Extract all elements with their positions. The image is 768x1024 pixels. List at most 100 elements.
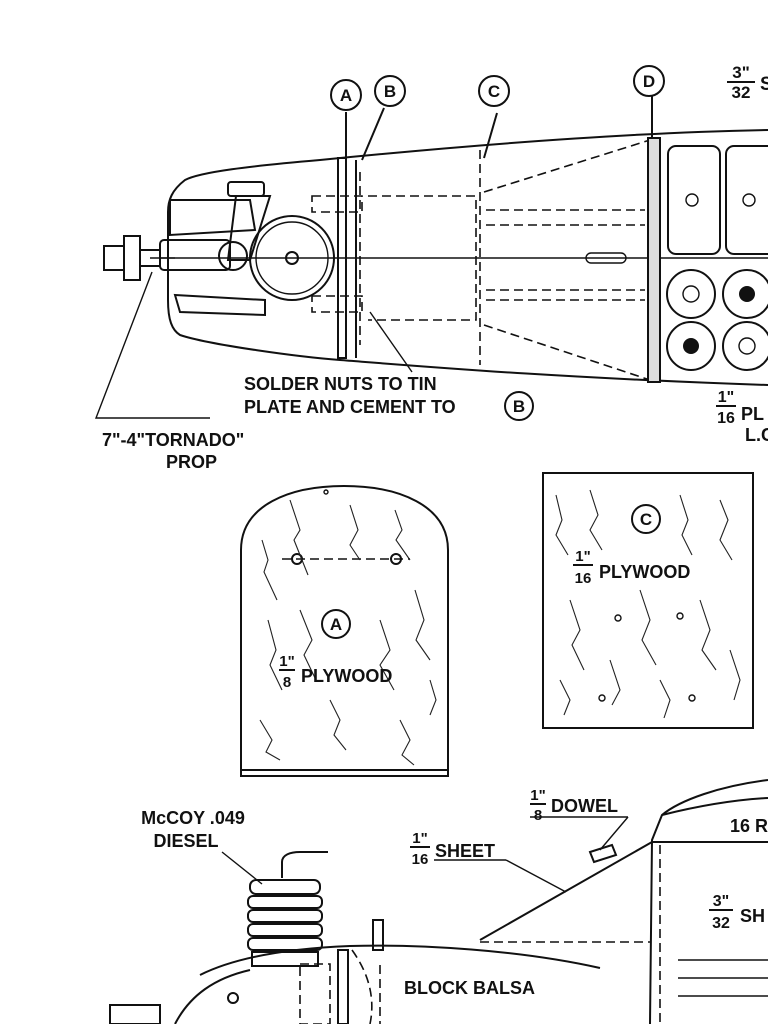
engine-base [173, 293, 266, 317]
box-2 [725, 145, 768, 255]
engine-leader [221, 851, 263, 885]
dowel-den: 8 [534, 807, 542, 824]
engine-note-line1: McCOY .049 [141, 808, 245, 828]
corner-frac-num: 3" [732, 63, 750, 82]
mount-nut-top [311, 195, 363, 213]
dowel-text: DOWEL [551, 796, 618, 816]
sheet-text: SHEET [435, 841, 495, 861]
cabin-dashed [479, 139, 651, 381]
exhaust-pipe [281, 851, 328, 878]
nose-top [199, 944, 601, 976]
former-d-line [647, 137, 661, 383]
engine-mount [169, 199, 257, 237]
engine-shaft [285, 251, 299, 265]
solder-note-ref: B [513, 397, 525, 416]
sheet-num: 1" [412, 830, 427, 847]
station-c-circle [478, 75, 510, 107]
plank-dashed [486, 209, 645, 301]
former-c-panel: C 1" 16 PLYWOOD [542, 472, 754, 729]
cell-4 [722, 321, 768, 371]
solder-leader [369, 311, 413, 373]
prop-hub [103, 235, 175, 281]
leader-c [483, 112, 498, 159]
crank [218, 241, 248, 271]
former-c-hole-2 [676, 612, 684, 620]
leader-b [361, 107, 385, 161]
station-d-circle [633, 65, 665, 97]
right-sheet-num: 3" [713, 893, 729, 910]
dowel-num: 1" [530, 787, 545, 804]
fin-2 [247, 895, 323, 909]
station-b-label: B [384, 82, 396, 101]
former-a-den: 8 [283, 674, 291, 691]
station-a-label: A [340, 86, 352, 105]
tank-dashed [359, 172, 477, 345]
former-c-num: 1" [575, 548, 590, 565]
former-c-hole-1 [614, 614, 622, 622]
corner-frac-text: S [760, 74, 768, 95]
mount [299, 963, 331, 1024]
box-1 [667, 145, 721, 255]
cell-2-core [739, 286, 755, 302]
cylinder [226, 195, 272, 261]
former-c-material: PLYWOOD [599, 562, 690, 582]
firewall [337, 949, 349, 1024]
block-dashed [351, 949, 373, 1024]
dowel [588, 843, 618, 864]
lr-frac-den: 16 [717, 410, 735, 427]
fuselage-top-view: A B C D 3" 32 S SOLDER NUTS TO TIN PLATE… [94, 63, 768, 472]
former-a-panel: A 1" 8 PLYWOOD [240, 484, 449, 777]
fuselage-side-view: McCOY .049 DIESEL 1" 8 DOWEL 1" 16 SHEET… [109, 779, 768, 1024]
former-a-pin [323, 489, 329, 495]
former-c-grain [555, 489, 741, 719]
engine-case-inner [255, 221, 329, 295]
nose-lower [174, 969, 251, 1024]
right-sheet-den: 32 [712, 915, 730, 932]
needle-valve [227, 181, 265, 197]
post [372, 919, 384, 951]
prop-note-line2: PROP [166, 452, 217, 472]
engine-note-line2: DIESEL [153, 831, 218, 851]
former-c-outline [542, 472, 754, 729]
fin-4 [247, 923, 323, 937]
former-a-num: 1" [279, 653, 294, 670]
former-a-hole-right [390, 553, 402, 565]
prop-hub-side [109, 1004, 161, 1024]
cell-1-core [682, 285, 700, 303]
top-right-text: 16 R [730, 816, 768, 836]
bolt [227, 992, 239, 1004]
cell-4-core [738, 337, 756, 355]
former-c-hole-4 [688, 694, 696, 702]
former-a-grain [259, 499, 437, 766]
sheet-den: 16 [412, 851, 429, 868]
former-c-ref: C [640, 510, 652, 529]
lr-line2: L.C [745, 425, 768, 445]
right-sheet-text: SH [740, 906, 765, 926]
station-a-circle [330, 79, 362, 111]
cabin-top [661, 797, 768, 816]
former-c-hole-3 [598, 694, 606, 702]
prop-leader [94, 271, 210, 419]
cell-2 [722, 269, 768, 319]
lr-frac-num: 1" [718, 389, 734, 406]
solder-ref-circle [504, 391, 534, 421]
sheet-leader [505, 859, 567, 893]
corner-frac-den: 32 [732, 83, 751, 102]
box-2-hole [742, 193, 756, 207]
prop-note-line1: 7"-4"TORNADO" [102, 430, 244, 450]
slot [585, 252, 627, 264]
crankcase [251, 951, 319, 967]
cell-3-core [683, 338, 699, 354]
windshield [479, 841, 653, 941]
former-c-ref-circle [631, 504, 661, 534]
fuselage-outline [167, 129, 768, 386]
mount-nut-bottom [311, 295, 363, 313]
cell-3 [666, 321, 716, 371]
former-c-den: 16 [575, 570, 592, 587]
fin-3 [247, 909, 323, 923]
block-balsa-label: BLOCK BALSA [404, 978, 535, 998]
prop-nut [103, 245, 125, 271]
solder-note-line2: PLATE AND CEMENT TO [244, 397, 456, 417]
box-1-hole [685, 193, 699, 207]
